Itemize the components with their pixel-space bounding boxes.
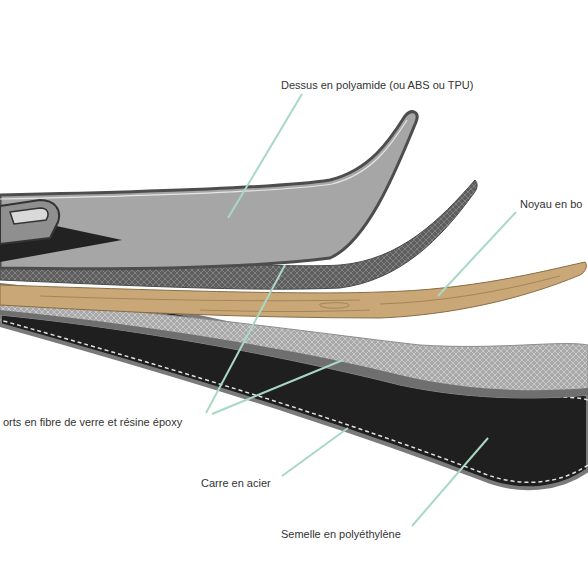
lower-fiberglass-shadow [0, 310, 588, 398]
part-label: Noyau en bo [519, 198, 583, 211]
leader-line [228, 94, 302, 218]
leader-line [412, 438, 488, 526]
leader-line [206, 265, 285, 413]
part-label: Semelle en polyéthylène [280, 528, 402, 541]
binding [0, 200, 59, 244]
leader-lines [206, 94, 516, 526]
part-label: Dessus en polyamide (ou ABS ou TPU) [280, 79, 474, 92]
topsheet-rim [0, 120, 407, 199]
part-label: orts en fibre de verre et résine époxy [2, 416, 183, 429]
leader-line [438, 212, 516, 296]
topsheet-layer [0, 112, 417, 269]
part-label: Carre en acier [200, 477, 272, 490]
leader-line [282, 428, 348, 476]
binding-detail [10, 208, 48, 224]
leader-line [212, 360, 343, 414]
steel-edge [0, 290, 588, 482]
